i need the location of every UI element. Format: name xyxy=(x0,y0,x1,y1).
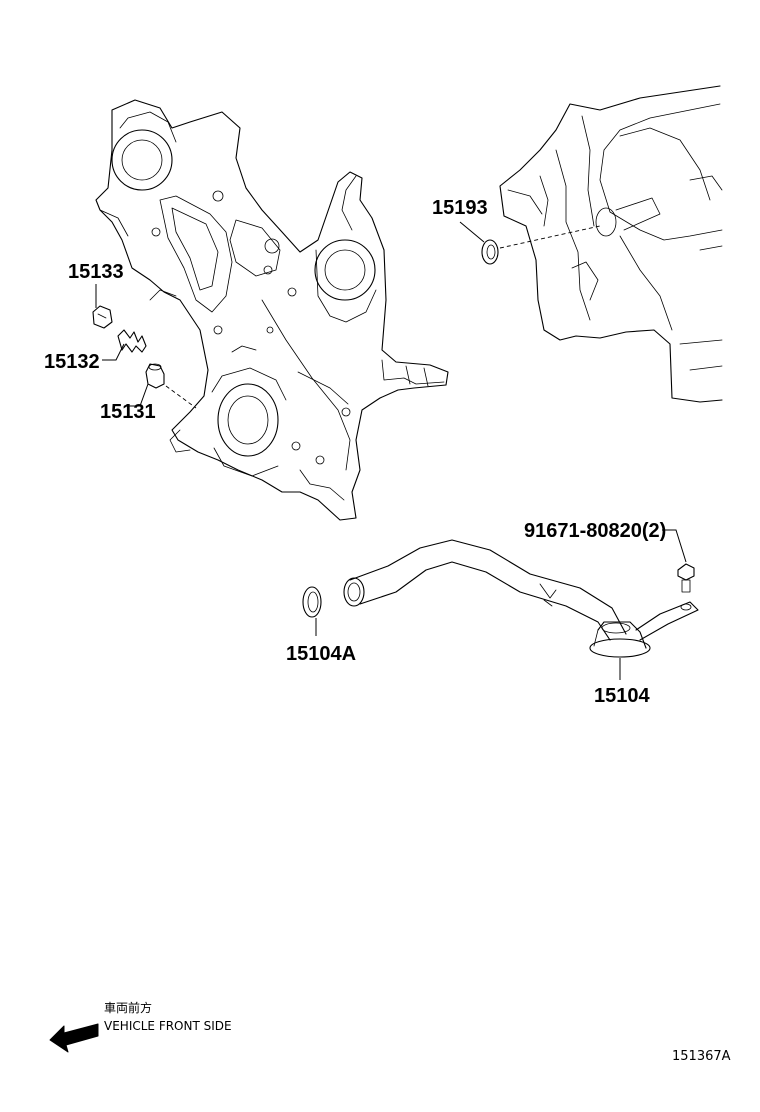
relief-valve-install-line xyxy=(165,385,197,409)
label-91671-80820: 91671-80820(2) xyxy=(524,520,666,542)
relief-valve-plug-15133[interactable] xyxy=(92,305,113,329)
relief-valve-piston-15131[interactable] xyxy=(145,363,165,389)
vehicle-front-label-jp: 車両前方 xyxy=(104,1000,152,1015)
bolt-91671-80820[interactable] xyxy=(677,563,695,593)
label-15104: 15104 xyxy=(594,685,650,707)
illustration-code: 151367A xyxy=(672,1049,731,1064)
oil-seal-15193[interactable] xyxy=(481,239,499,265)
label-15131: 15131 xyxy=(100,401,156,423)
cylinder-block-illustration xyxy=(499,85,723,403)
label-15132: 15132 xyxy=(44,351,100,373)
vehicle-front-indicator: 車両前方 VEHICLE FRONT SIDE xyxy=(49,1000,232,1053)
relief-valve-spring-15132[interactable] xyxy=(117,329,147,353)
vehicle-front-label-en: VEHICLE FRONT SIDE xyxy=(104,1019,232,1033)
label-15104a: 15104A xyxy=(286,643,356,665)
arrow-left-icon xyxy=(49,1023,99,1053)
oil-strainer-15104[interactable] xyxy=(343,539,699,658)
timing-cover-illustration xyxy=(95,99,449,521)
label-15133: 15133 xyxy=(68,261,124,283)
o-ring-15104a[interactable] xyxy=(302,586,322,618)
label-15193: 15193 xyxy=(432,197,488,219)
leader-lines xyxy=(95,221,687,680)
